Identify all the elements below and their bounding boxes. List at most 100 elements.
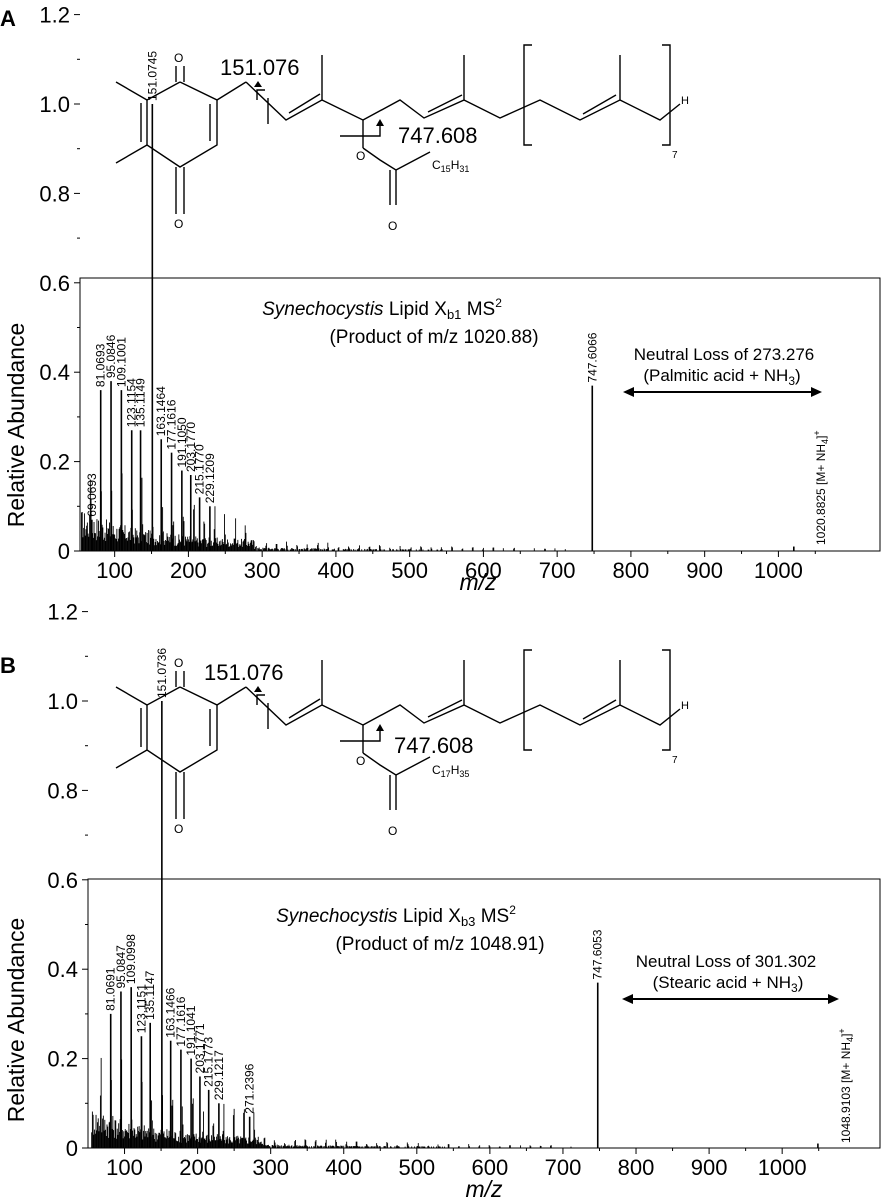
panel-a-figure: A 151.076 747.608 O O O O C15 (0, 3, 881, 595)
y-tick-label: 1.2 (47, 601, 78, 625)
x-tick-label: 100 (96, 558, 133, 583)
x-tick-label: 800 (618, 1155, 655, 1180)
peak-label: 123.1151 (134, 984, 148, 1033)
peak-label: 177.1616 (174, 996, 188, 1046)
y-tick-label: 0.6 (47, 868, 78, 893)
y-tick-label: 0.8 (47, 778, 78, 803)
peak-label: 191.1041 (184, 1005, 198, 1055)
precursor-ion-label: 1020.8825 [M+ NH4]+ (812, 430, 830, 545)
y-tick-label: 1.0 (39, 92, 70, 117)
precursor-ion-label: 1048.9103 [M+ NH4]+ (837, 1028, 855, 1143)
neutral-loss-detail: (Stearic acid + NH3) (653, 973, 804, 995)
peak-label: 135.1149 (134, 378, 148, 427)
arrow-left-icon (623, 387, 634, 397)
molecule-structure (115, 649, 681, 819)
peak-label: 151.0745 (145, 51, 159, 101)
cleave-arrow-2-icon (376, 724, 384, 731)
spectrum-annotation-title: Synechocystis Lipid Xb3 MS2 (276, 903, 516, 929)
chain-end-hydrogen: H (681, 700, 689, 712)
y-axis-label: Relative Abundance (3, 323, 29, 528)
y-tick-label: 1.2 (39, 3, 70, 28)
peak-label: 151.0736 (155, 648, 169, 698)
x-tick-label: 300 (252, 1155, 289, 1180)
x-tick-label: 1000 (754, 558, 803, 583)
arrow-right-icon (811, 387, 822, 397)
peak-label: 81.0691 (104, 967, 118, 1011)
y-tick-label: 0.2 (39, 450, 70, 475)
background-peaks (81, 468, 566, 551)
background-peaks (91, 1057, 572, 1148)
x-axis-label: m/z (465, 1176, 503, 1202)
peak-label: 81.0693 (94, 343, 108, 387)
oxygen-top: O (174, 51, 183, 65)
y-tick-label: 1.0 (47, 689, 78, 714)
peak-label: 747.6066 (585, 332, 599, 382)
y-tick-label: 0 (66, 1136, 78, 1161)
repeat-count: 7 (672, 150, 678, 161)
oxygen-top: O (174, 656, 183, 670)
x-tick-label: 700 (539, 558, 576, 583)
y-tick-label: 0.8 (39, 181, 70, 206)
y-tick-label: 0 (58, 539, 70, 564)
peak-label: 203.1771 (193, 1023, 207, 1073)
acyl-chain-formula: C17H35 (432, 763, 469, 779)
cleave-arrow-2-icon (376, 119, 384, 126)
oxygen-carbonyl: O (388, 824, 397, 838)
x-tick-label: 100 (106, 1155, 143, 1180)
x-tick-label: 1000 (758, 1155, 807, 1180)
x-tick-label: 400 (318, 558, 355, 583)
repeat-count: 7 (672, 755, 678, 766)
fragment-label-2: 747.608 (394, 733, 474, 758)
x-tick-label: 600 (465, 558, 502, 583)
peak-label: 229.1217 (212, 1050, 226, 1100)
panel-a: A 151.076 747.608 O O O O C15 (0, 3, 881, 595)
fragment-label-1: 151.076 (204, 660, 284, 685)
molecule-structure (115, 44, 681, 214)
cleave-arrow-1-icon (254, 81, 262, 87)
panel-b-figure: B 151.076 747.608 O O O O C17H35 7 (0, 601, 881, 1202)
plot-frame (79, 277, 881, 552)
peak-label: 123.1154 (125, 378, 139, 427)
peak-label: 215.1770 (193, 444, 207, 494)
y-tick-label: 0.4 (39, 360, 70, 385)
neutral-loss-label: Neutral Loss of 301.302 (636, 952, 817, 971)
peak-label: 271.2396 (243, 1063, 257, 1113)
y-axis-label: Relative Abundance (3, 918, 29, 1123)
peak-label: 135.1147 (143, 970, 157, 1019)
peak-label: 109.1001 (114, 337, 128, 387)
peak-label: 69.0693 (85, 473, 99, 517)
cleave-arrow-1-icon (254, 686, 262, 692)
spectrum-annotation-title: Synechocystis Lipid Xb1 MS2 (262, 296, 502, 322)
x-tick-label: 700 (545, 1155, 582, 1180)
product-ion-label: (Product of m/z 1048.91) (335, 934, 544, 955)
x-tick-label: 500 (391, 558, 428, 583)
peak-label: 177.1616 (165, 399, 179, 449)
oxygen-bottom: O (174, 217, 183, 231)
peak-label: 191.1050 (175, 417, 189, 467)
fragment-label-2: 747.608 (398, 123, 478, 148)
x-tick-label: 400 (325, 1155, 362, 1180)
peak-label: 215.1773 (202, 1037, 216, 1087)
fragment-label-1: 151.076 (220, 55, 300, 80)
x-tick-label: 800 (613, 558, 650, 583)
x-tick-label: 200 (170, 558, 207, 583)
oxygen-bottom: O (174, 822, 183, 836)
peak-label: 163.1466 (164, 987, 178, 1037)
panel-b: B 151.076 747.608 O O O O C17H35 7 (0, 601, 886, 1202)
peak-label: 747.6053 (591, 929, 605, 979)
x-tick-label: 600 (472, 1155, 509, 1180)
peak-label: 229.1209 (203, 453, 217, 503)
arrow-left-icon (622, 994, 633, 1004)
acyl-chain-formula: C15H31 (432, 158, 469, 174)
peak-label: 109.0998 (124, 934, 138, 984)
arrow-right-icon (828, 994, 839, 1004)
neutral-loss-label: Neutral Loss of 273.276 (634, 345, 815, 364)
oxygen-ester: O (356, 149, 365, 163)
neutral-loss-detail: (Palmitic acid + NH3) (643, 366, 800, 388)
oxygen-carbonyl: O (388, 219, 397, 233)
product-ion-label: (Product of m/z 1020.88) (329, 327, 538, 348)
panel-letter: B (0, 653, 16, 678)
